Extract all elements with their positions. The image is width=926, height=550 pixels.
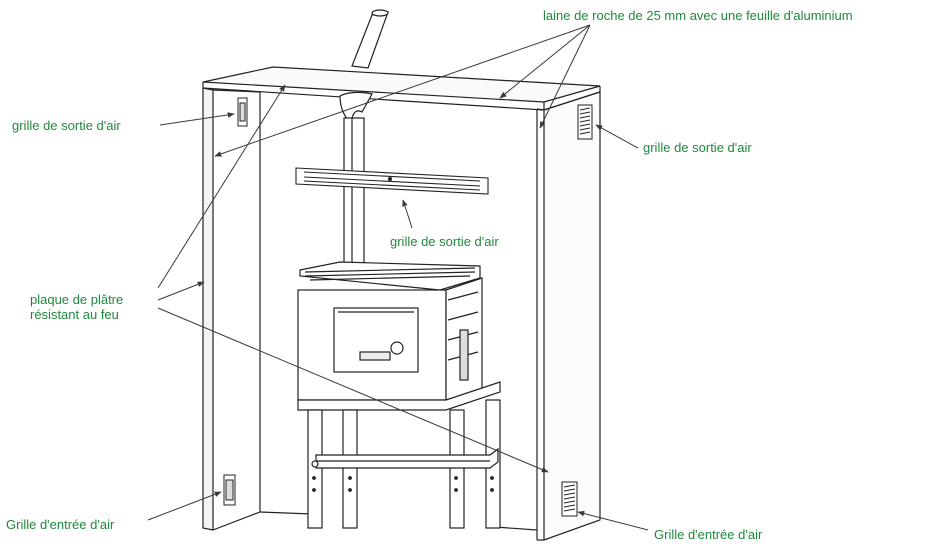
air-outlet-grille-right bbox=[577, 104, 593, 140]
leader-lines bbox=[147, 24, 649, 531]
air-inlet-grille-left bbox=[223, 474, 236, 506]
label-air-inlet-left: Grille d'entrée d'air bbox=[6, 517, 115, 532]
air-outlet-grille-center bbox=[295, 167, 489, 195]
left-side-panel bbox=[202, 87, 313, 531]
leader-inlet-left bbox=[147, 491, 222, 521]
label-plasterboard-line-2: résistant au feu bbox=[30, 307, 119, 322]
leader-insulation-1 bbox=[214, 24, 591, 157]
label-fire-resistant-plasterboard: plaque de plâtre résistant au feu bbox=[30, 292, 170, 322]
leader-plaster-1 bbox=[157, 84, 286, 289]
leader-inlet-right bbox=[577, 510, 649, 531]
leader-plaster-3 bbox=[157, 307, 549, 473]
label-air-inlet-right: Grille d'entrée d'air bbox=[654, 527, 763, 542]
label-air-outlet-left: grille de sortie d'air bbox=[12, 118, 121, 133]
leader-insulation-2 bbox=[499, 24, 591, 99]
leader-outlet-center bbox=[402, 199, 413, 229]
air-inlet-grille-right bbox=[561, 481, 578, 517]
air-outlet-grille-left bbox=[237, 97, 248, 127]
right-side-panel bbox=[494, 91, 601, 541]
label-air-outlet-right: grille de sortie d'air bbox=[643, 140, 752, 155]
label-plasterboard-line-1: plaque de plâtre bbox=[30, 292, 124, 307]
label-insulation: laine de roche de 25 mm avec une feuille… bbox=[543, 8, 853, 23]
flue-pipe bbox=[339, 9, 389, 264]
leader-plaster-2 bbox=[157, 281, 205, 301]
leader-outlet-right bbox=[595, 124, 639, 149]
leader-insulation-3 bbox=[539, 24, 591, 129]
label-air-outlet-center: grille de sortie d'air bbox=[390, 234, 499, 249]
leader-outlet-left bbox=[159, 112, 235, 126]
support-frame bbox=[307, 399, 501, 529]
fireplace-insert bbox=[297, 261, 501, 411]
top-slab bbox=[202, 66, 601, 111]
